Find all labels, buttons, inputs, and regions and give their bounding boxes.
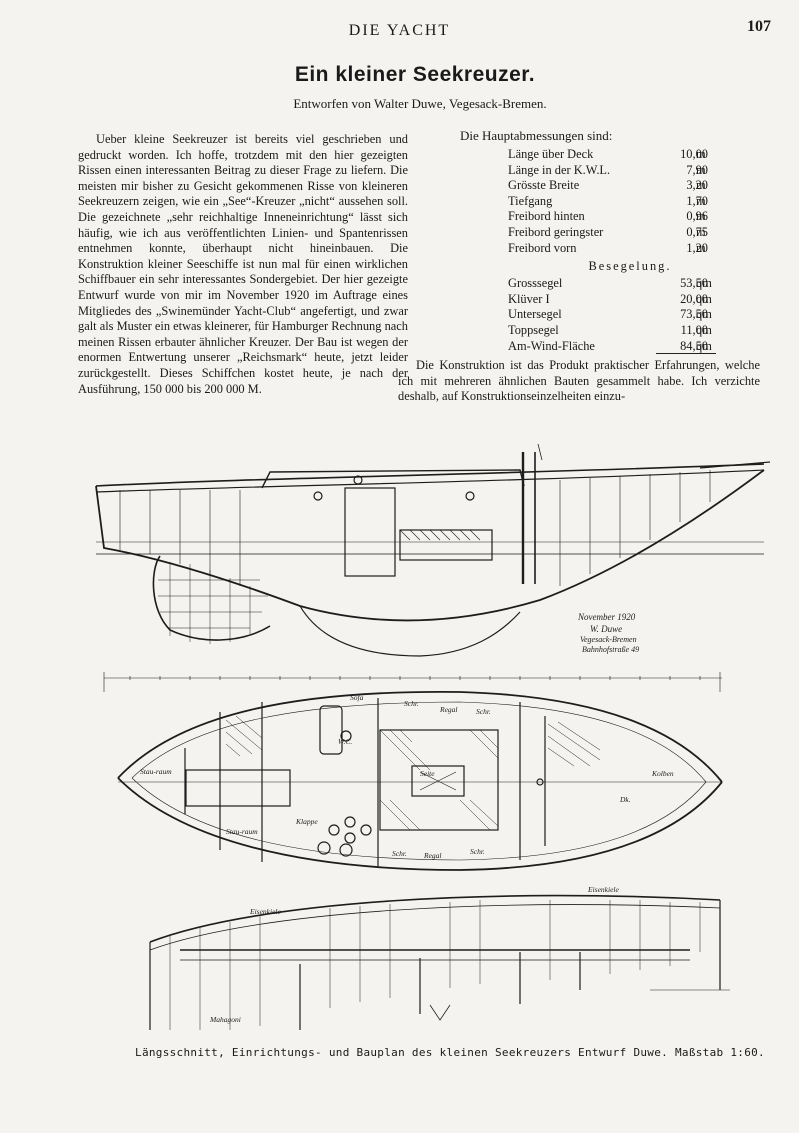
- spec-value: 3,20: [686, 178, 708, 193]
- spec-label: Länge in der K.W.L.: [508, 162, 611, 177]
- spec-value: 7,90: [686, 162, 708, 177]
- svg-text:Schr.: Schr.: [470, 847, 485, 856]
- spec-value: 20,00: [680, 291, 708, 306]
- svg-text:Schr.: Schr.: [476, 707, 491, 716]
- svg-text:Stau-raum: Stau-raum: [226, 827, 258, 836]
- spec-value: 84,50: [680, 338, 708, 353]
- spec-unit: m: [696, 178, 706, 193]
- spec-value: 1,20: [686, 240, 708, 255]
- svg-text:Mahagoni: Mahagoni: [209, 1015, 241, 1024]
- dimensions-heading: Die Hauptabmessungen sind:: [460, 128, 613, 143]
- plan-labels: Stau-raum Stau-raum Sofa Regal Schr. Sch…: [140, 693, 674, 860]
- spec-label: Grosssegel: [508, 276, 563, 291]
- spec-value: 0,75: [686, 224, 708, 239]
- spec-label: Grösste Breite: [508, 178, 580, 193]
- construction-section: [149, 894, 730, 1030]
- figure-caption: Längsschnitt, Einrichtungs- und Bauplan …: [135, 1046, 765, 1059]
- sum-rule: [656, 352, 716, 354]
- signature-line: November 1920: [577, 612, 636, 622]
- article-byline: Entworfen von Walter Duwe, Vegesack-Brem…: [293, 96, 547, 111]
- spec-value: 10,00: [680, 147, 708, 161]
- svg-text:Schr.: Schr.: [404, 699, 419, 708]
- section-labels: Eisenkiele Eisenkiele Mahagoni: [209, 885, 619, 1024]
- spec-value: 11,00: [680, 322, 708, 337]
- spec-unit: m: [696, 240, 706, 255]
- svg-text:Kolben: Kolben: [651, 769, 674, 778]
- svg-text:W.C.: W.C.: [338, 737, 352, 746]
- svg-text:Klappe: Klappe: [295, 817, 318, 826]
- spec-label: Freibord vorn: [508, 240, 577, 255]
- spec-label: Freibord hinten: [508, 209, 585, 224]
- article-closing: Die Konstruktion ist das Produkt praktis…: [398, 358, 760, 404]
- svg-text:Seite: Seite: [420, 769, 435, 778]
- spec-value: 73,50: [680, 307, 708, 322]
- page-number: 107: [747, 18, 771, 35]
- spec-unit: qm: [696, 291, 712, 306]
- profile-section: [95, 443, 771, 657]
- spec-unit: m: [696, 224, 706, 239]
- spec-unit: qm: [696, 307, 712, 322]
- spec-label: Toppsegel: [508, 322, 559, 337]
- spec-unit: qm: [696, 322, 712, 337]
- svg-text:Schr.: Schr.: [392, 849, 407, 858]
- signature-line: W. Duwe: [590, 624, 622, 634]
- sail-total-row: Am-Wind-Fläche 84,50 qm: [460, 339, 760, 355]
- running-head: DIE YACHT: [348, 22, 451, 39]
- station-scale: [103, 672, 722, 692]
- designer-signature: November 1920 W. Duwe Vegesack-Bremen Ba…: [577, 612, 639, 654]
- specifications-column: Die Hauptabmessungen sind: Länge über De…: [398, 128, 760, 417]
- sails-heading: Besegelung.: [588, 259, 672, 274]
- spec-value: 53,50: [680, 276, 708, 291]
- deck-plan: [117, 690, 723, 871]
- svg-text:Eisenkiele: Eisenkiele: [249, 907, 281, 916]
- spec-unit: m: [696, 147, 706, 161]
- spec-value: 1,70: [686, 193, 708, 208]
- spec-label: Tiefgang: [508, 193, 553, 208]
- spec-label: Freibord geringster: [508, 224, 604, 239]
- spec-unit: qm: [696, 338, 712, 353]
- article-intro: Ueber kleine Seekreuzer ist bereits viel…: [78, 132, 408, 396]
- spec-value: 0,96: [686, 209, 708, 224]
- spec-unit: m: [696, 162, 706, 177]
- spec-unit: qm: [696, 276, 712, 291]
- svg-text:Regal: Regal: [423, 851, 442, 860]
- svg-text:Eisenkiele: Eisenkiele: [587, 885, 619, 894]
- yacht-drawing: November 1920 W. Duwe Vegesack-Bremen Ba…: [95, 443, 771, 1030]
- spec-label: Am-Wind-Fläche: [508, 338, 595, 353]
- svg-text:Dk.: Dk.: [619, 795, 631, 804]
- svg-text:Regal: Regal: [439, 705, 458, 714]
- spec-label: Länge über Deck: [508, 147, 594, 161]
- signature-line: Vegesack-Bremen: [580, 635, 637, 644]
- signature-line: Bahnhofstraße 49: [582, 645, 639, 654]
- svg-text:Stau-raum: Stau-raum: [140, 767, 172, 776]
- spec-label: Untersegel: [508, 307, 562, 322]
- svg-text:Sofa: Sofa: [350, 693, 364, 702]
- spec-label: Klüver I: [508, 291, 550, 306]
- spec-unit: m: [696, 193, 706, 208]
- spec-unit: m: [696, 209, 706, 224]
- article-title: Ein kleiner Seekreuzer.: [294, 63, 536, 86]
